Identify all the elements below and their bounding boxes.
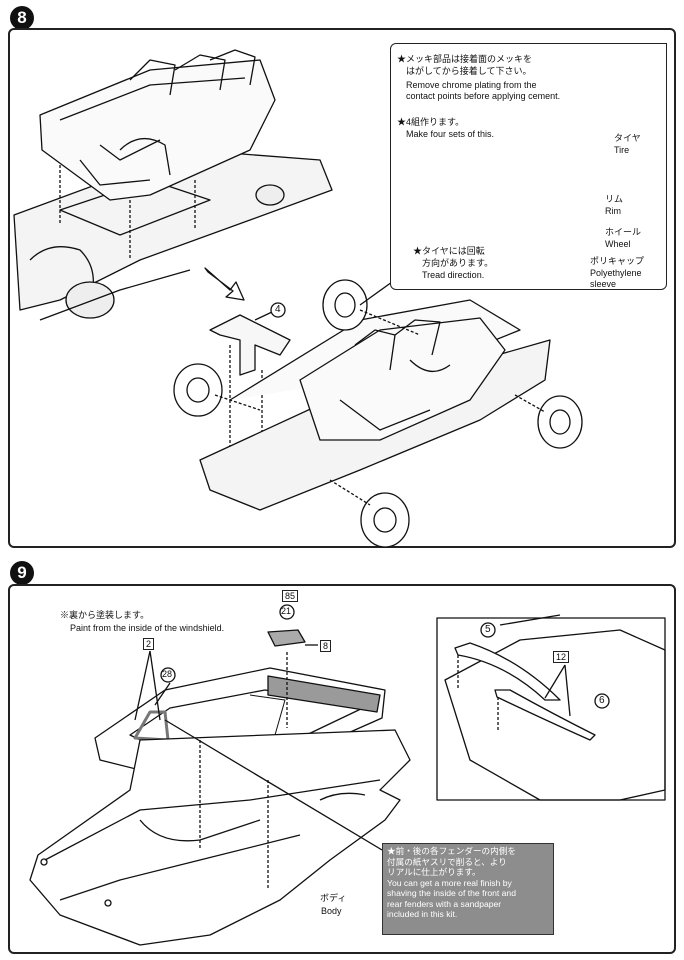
paint-note-jp: ※裏から塗装します。 <box>60 610 150 620</box>
paint-code-85-value: 85 <box>285 591 296 601</box>
tread-note-en: Tread direction. <box>422 270 485 280</box>
fender-note-jp-1: ★前・後の各フェンダーの内側を <box>387 846 516 856</box>
part-28-label: 28 <box>162 669 173 679</box>
paint-code-8: 8 <box>320 640 332 652</box>
cap-label-jp: ポリキャップ <box>590 256 645 266</box>
wheel-label-en: Wheel <box>605 239 631 249</box>
wheel-label-jp: ホイール <box>605 227 642 237</box>
part-21-label: 21 <box>281 606 292 616</box>
part-5 <box>454 642 561 701</box>
chrome-note-en-1: Remove chrome plating from the <box>406 80 537 90</box>
fender-note-jp-2: 付属の紙ヤスリで削ると、より <box>387 856 507 867</box>
paint-code-2: 2 <box>143 638 155 650</box>
part-4-bracket <box>209 314 291 376</box>
part-5-label: 5 <box>485 624 491 635</box>
sets-note-jp: ★4組作ります。 <box>397 117 465 127</box>
wheel-front-left <box>322 279 368 331</box>
fender-note-en-2: shaving the inside of the front and <box>387 888 516 898</box>
step-8-number: 8 <box>17 8 27 27</box>
part-6 <box>494 689 596 741</box>
step-9-badge: 9 <box>10 561 34 585</box>
interior-tub-lower <box>299 317 506 441</box>
paint-code-12-value: 12 <box>556 652 567 662</box>
wheel-front-right <box>537 395 583 449</box>
body-label-jp: ボディ <box>320 893 347 903</box>
upper-left-wheel <box>65 281 115 319</box>
chrome-note-jp-2: はがしてから接着して下さい。 <box>406 66 532 76</box>
tire-label-en: Tire <box>614 145 630 155</box>
step-arrow-diag <box>204 267 245 301</box>
interior-tub-upper <box>39 59 276 201</box>
cap-label-en-2: sleeve <box>590 279 617 289</box>
paint-code-12: 12 <box>553 651 570 663</box>
chrome-note-en-2: contact points before applying cement. <box>406 91 561 101</box>
chrome-note-jp-1: ★メッキ部品は接着面のメッキを <box>397 54 533 64</box>
step-9-number: 9 <box>17 563 27 582</box>
paint-code-85: 85 <box>282 590 299 602</box>
fender-note-jp-3: リアルに仕上がります。 <box>387 867 481 877</box>
step-8-badge: 8 <box>10 6 34 30</box>
cap-label-en-1: Polyethylene <box>590 268 642 278</box>
fender-note-en-1: You can get a more real finish by <box>387 877 512 888</box>
paint-code-2-value: 2 <box>146 639 152 649</box>
rim-label-jp: リム <box>605 194 624 204</box>
paint-note-en: Paint from the inside of the windshield. <box>70 623 225 633</box>
part-21 <box>267 629 306 647</box>
step-8-note-box <box>390 43 667 290</box>
wheel-rear-left <box>173 363 223 417</box>
body-shell <box>29 729 411 946</box>
body-label-en: Body <box>321 906 342 916</box>
part-6-label: 6 <box>599 695 605 706</box>
part-4-callout: 4 <box>275 304 281 315</box>
tread-note-jp-2: 方向があります。 <box>422 258 494 268</box>
paint-code-8-value: 8 <box>323 641 329 651</box>
wheel-rear-right <box>360 492 410 548</box>
tread-note-jp-1: ★タイヤには回転 <box>413 246 485 256</box>
fender-note-en-3: rear fenders with a sandpaper <box>387 898 502 909</box>
fender-note: ★前・後の各フェンダーの内側を 付属の紙ヤスリで削ると、より リアルに仕上がりま… <box>382 843 554 935</box>
fender-note-en-4: included in this kit. <box>387 909 458 919</box>
rim-label-en: Rim <box>605 206 621 216</box>
sets-note-en: Make four sets of this. <box>406 129 495 139</box>
tire-label-jp: タイヤ <box>614 133 641 143</box>
